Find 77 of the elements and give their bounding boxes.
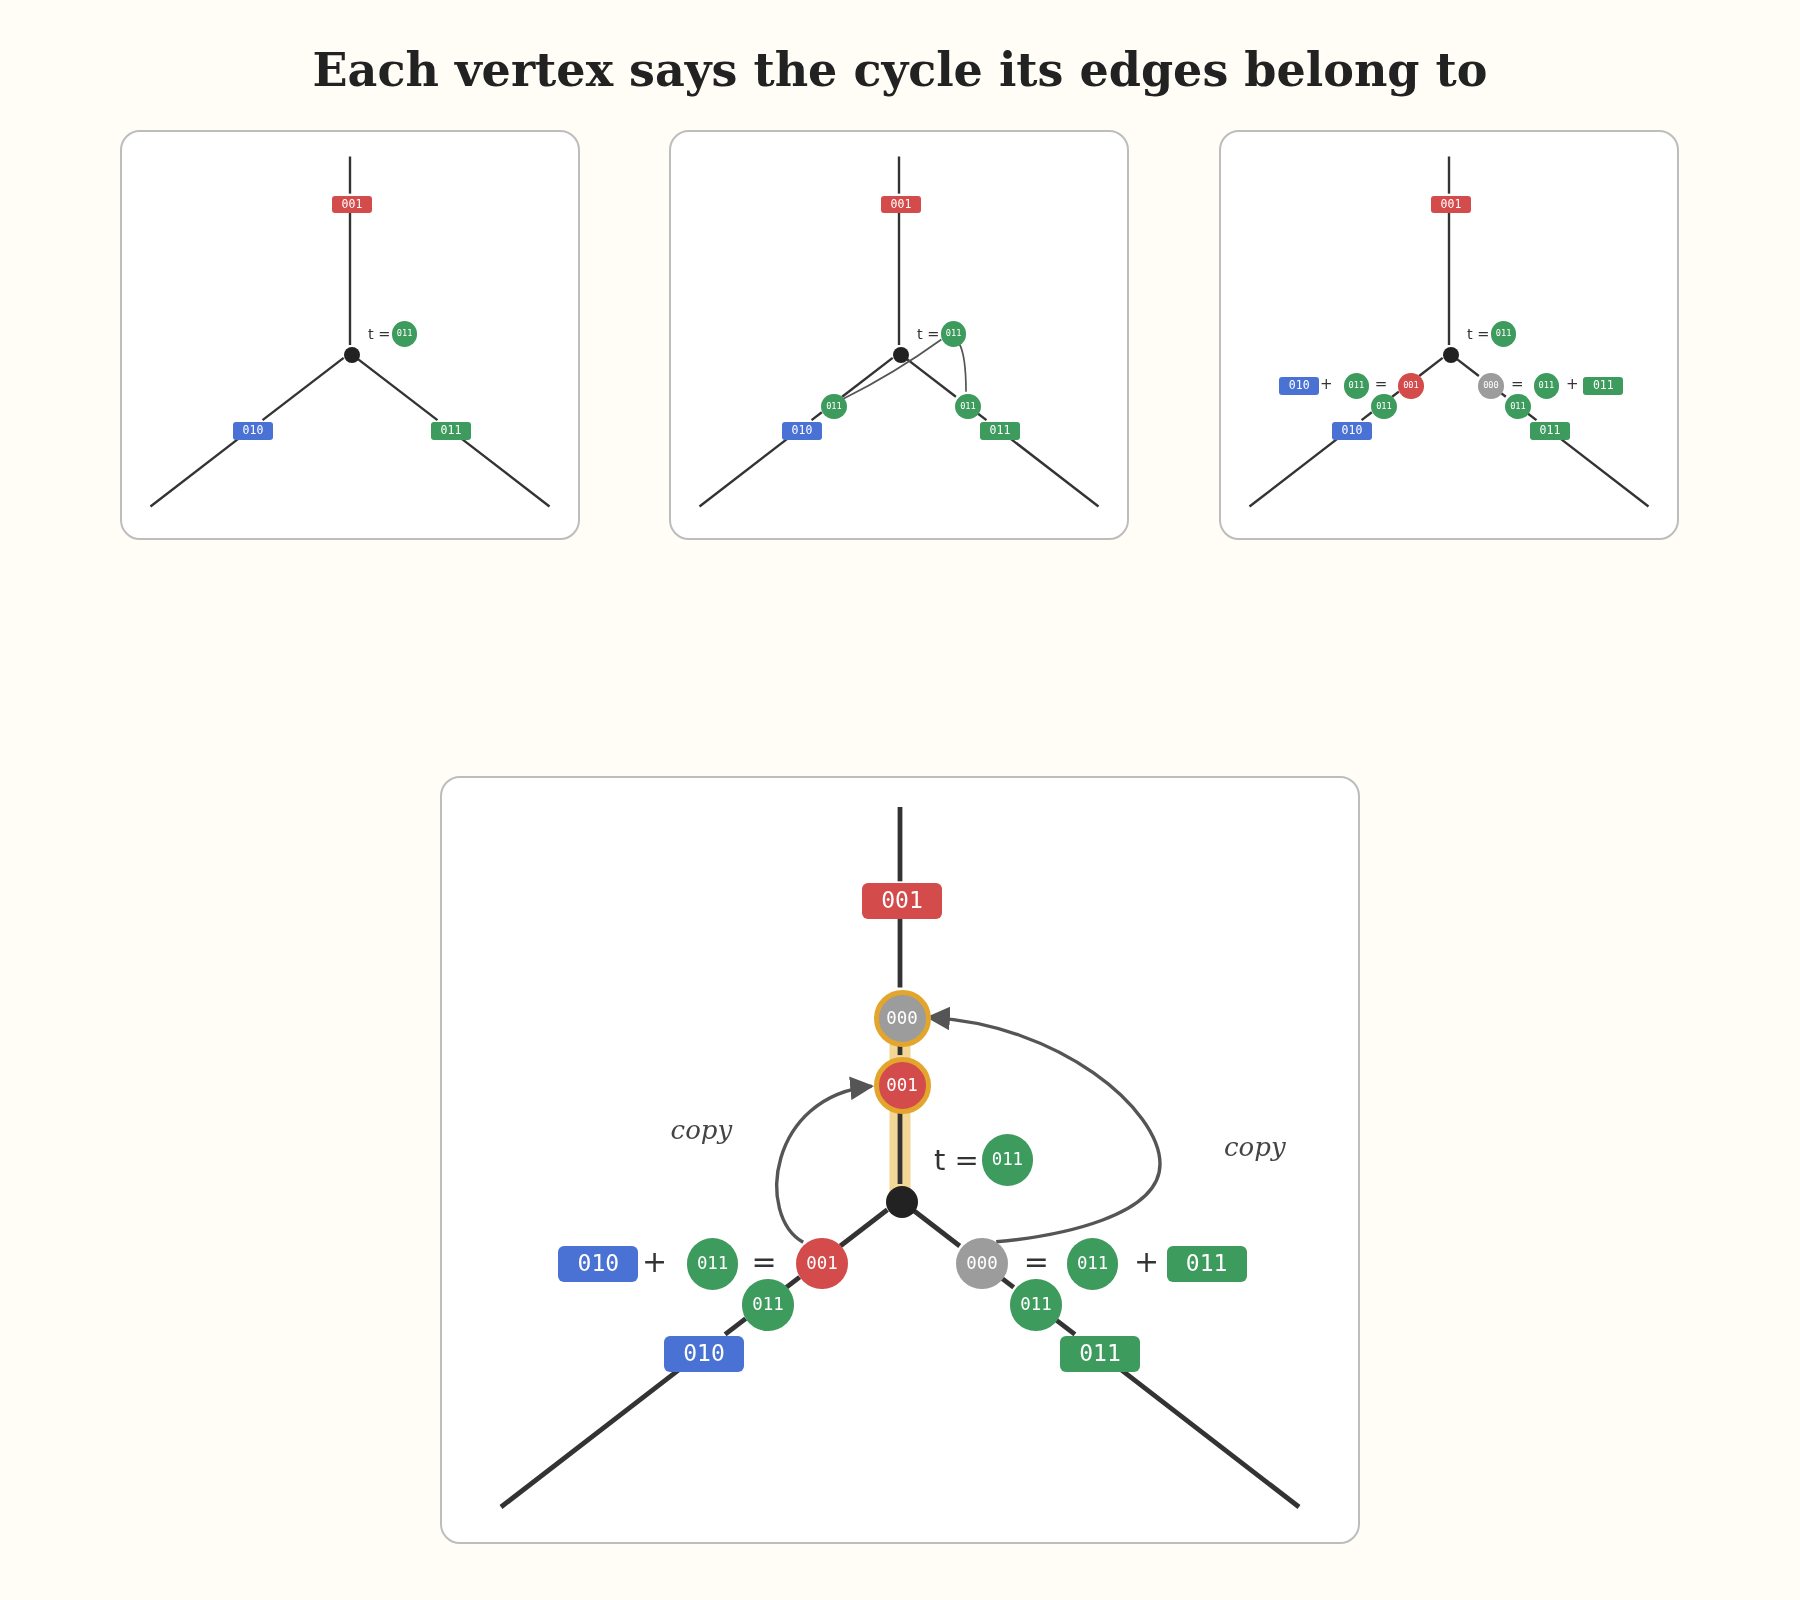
graph-edge bbox=[1447, 156, 1451, 194]
bitstring-circle: 011 bbox=[1343, 373, 1370, 399]
bitstring-circle: 011 bbox=[940, 321, 967, 347]
bitstring-tag: 011 bbox=[980, 422, 1020, 440]
graph-edge bbox=[1418, 356, 1444, 377]
bitstring-tag: 010 bbox=[558, 1246, 639, 1282]
plus-sign: + bbox=[1134, 1247, 1160, 1277]
bitstring-circle: 011 bbox=[391, 321, 418, 347]
highlighted-bitstring-circle: 000 bbox=[873, 989, 931, 1047]
equals-sign: = bbox=[1510, 376, 1524, 392]
bitstring-circle: 011 bbox=[742, 1279, 794, 1331]
bitstring-tag: 011 bbox=[1530, 422, 1570, 440]
panel-card bbox=[1219, 130, 1679, 540]
highlighted-bitstring-circle: 001 bbox=[873, 1057, 931, 1115]
graph-edge bbox=[348, 156, 352, 194]
plus-sign: + bbox=[642, 1247, 668, 1277]
bitstring-tag: 001 bbox=[862, 883, 942, 919]
graph-edge bbox=[1447, 211, 1451, 345]
bitstring-circle: 000 bbox=[956, 1238, 1008, 1290]
variable-label: t = bbox=[916, 326, 940, 342]
bitstring-circle: 011 bbox=[1010, 1279, 1062, 1331]
plus-sign: + bbox=[1320, 376, 1333, 392]
vertex-dot bbox=[886, 1186, 918, 1218]
bitstring-circle: 011 bbox=[1371, 393, 1397, 420]
equals-sign: = bbox=[1374, 376, 1388, 392]
vertex-dot bbox=[893, 347, 909, 363]
graph-edge bbox=[784, 1275, 802, 1290]
graph-edge bbox=[897, 916, 903, 988]
graph-edge bbox=[911, 1207, 962, 1248]
variable-label: t = bbox=[933, 1145, 979, 1175]
panel-card bbox=[440, 776, 1360, 1544]
graph-edge bbox=[1360, 411, 1373, 422]
graph-edge bbox=[348, 211, 352, 345]
bitstring-circle: 011 bbox=[1533, 373, 1560, 399]
bitstring-circle: 011 bbox=[821, 393, 847, 420]
graph-edge bbox=[897, 807, 903, 882]
bitstring-circle: 011 bbox=[687, 1238, 739, 1290]
bitstring-tag: 001 bbox=[881, 195, 921, 214]
bitstring-circle: 011 bbox=[955, 393, 981, 420]
copy-arrow bbox=[775, 1078, 874, 1244]
bitstring-tag: 010 bbox=[782, 422, 822, 440]
graph-edge bbox=[897, 1112, 903, 1184]
graph-edge bbox=[723, 1316, 748, 1337]
bitstring-tag: 010 bbox=[233, 422, 273, 440]
panel-card bbox=[669, 130, 1129, 540]
bitstring-tag: 011 bbox=[1060, 1336, 1140, 1372]
connector-curve bbox=[842, 338, 943, 400]
bitstring-tag: 011 bbox=[1583, 377, 1624, 395]
bitstring-tag: 011 bbox=[431, 422, 471, 440]
bitstring-circle: 001 bbox=[796, 1238, 848, 1290]
plus-sign: + bbox=[1566, 376, 1579, 392]
bitstring-circle: 000 bbox=[1478, 373, 1504, 399]
bitstring-tag: 001 bbox=[1431, 195, 1471, 214]
vertex-dot bbox=[344, 347, 360, 363]
equals-sign: = bbox=[1023, 1247, 1049, 1277]
graph-edge bbox=[841, 356, 894, 398]
graph-edge bbox=[838, 1207, 889, 1248]
graph-edge bbox=[897, 156, 901, 194]
bitstring-circle: 011 bbox=[981, 1134, 1033, 1186]
panel-card bbox=[120, 130, 580, 540]
bitstring-tag: 010 bbox=[1279, 377, 1320, 395]
bitstring-tag: 011 bbox=[1166, 1246, 1247, 1282]
graph-edge bbox=[897, 211, 901, 345]
bitstring-circle: 011 bbox=[1067, 1238, 1119, 1290]
bitstring-tag: 010 bbox=[1332, 422, 1372, 440]
title: Each vertex says the cycle its edges belong to bbox=[312, 42, 1488, 98]
graph-edge bbox=[810, 411, 823, 422]
equals-sign: = bbox=[751, 1247, 777, 1277]
bitstring-tag: 001 bbox=[332, 195, 372, 214]
variable-label: t = bbox=[367, 326, 391, 342]
bitstring-circle: 001 bbox=[1398, 373, 1424, 399]
vertex-dot bbox=[1443, 347, 1459, 363]
graph-edge bbox=[261, 356, 345, 422]
variable-label: t = bbox=[1466, 326, 1490, 342]
bitstring-tag: 010 bbox=[664, 1336, 744, 1372]
bitstring-circle: 011 bbox=[1505, 393, 1531, 420]
bitstring-circle: 011 bbox=[1490, 321, 1517, 347]
